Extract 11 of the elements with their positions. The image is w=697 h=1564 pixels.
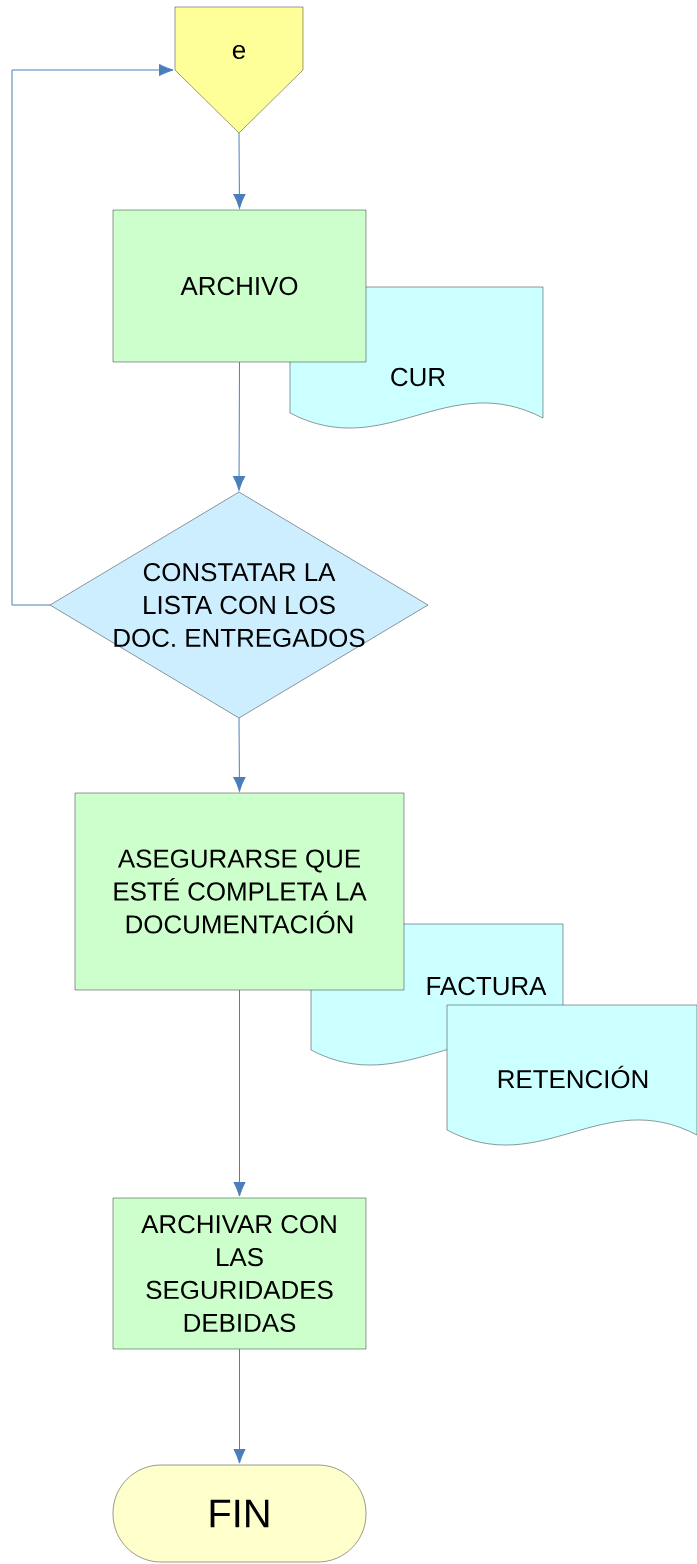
arrow xyxy=(233,989,246,1197)
process-box: ASEGURARSE QUE ESTÉ COMPLETA LA DOCUMENTACIÓN xyxy=(74,792,405,991)
arrow xyxy=(233,132,246,209)
off-page-connector: e xyxy=(174,6,304,134)
arrow xyxy=(11,63,174,606)
process-box: ARCHIVAR CON LAS SEGURIDADES DEBIDAS xyxy=(112,1197,367,1350)
terminator: FIN xyxy=(112,1464,367,1563)
arrow xyxy=(233,717,246,792)
arrow xyxy=(233,1348,246,1464)
process-box: ARCHIVO xyxy=(112,209,367,363)
arrow xyxy=(232,361,246,491)
